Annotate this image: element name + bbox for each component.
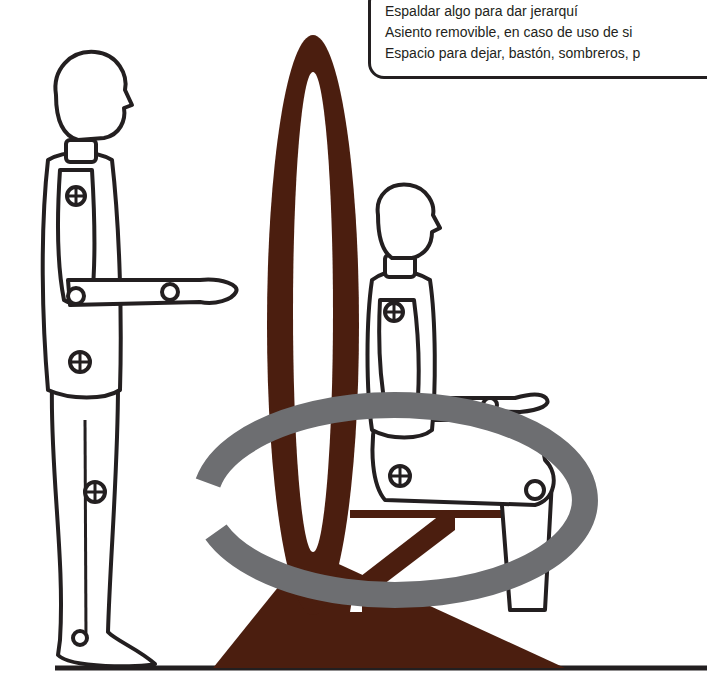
note-text: Asiento removible, en caso de uso de si [385, 22, 707, 43]
backrest-opening [293, 72, 333, 552]
grey-ring [208, 405, 585, 595]
standing-figure [43, 52, 237, 666]
standing-joint-crosses [66, 186, 103, 500]
backrest-oval [267, 35, 359, 615]
note-box: Espaldar algo para dar jerarquíAsiento r… [368, 0, 707, 79]
note-text: Espaldar algo para dar jerarquí [385, 1, 707, 22]
note-text: Espacio para dejar, bastón, sombreros, p [385, 43, 707, 64]
